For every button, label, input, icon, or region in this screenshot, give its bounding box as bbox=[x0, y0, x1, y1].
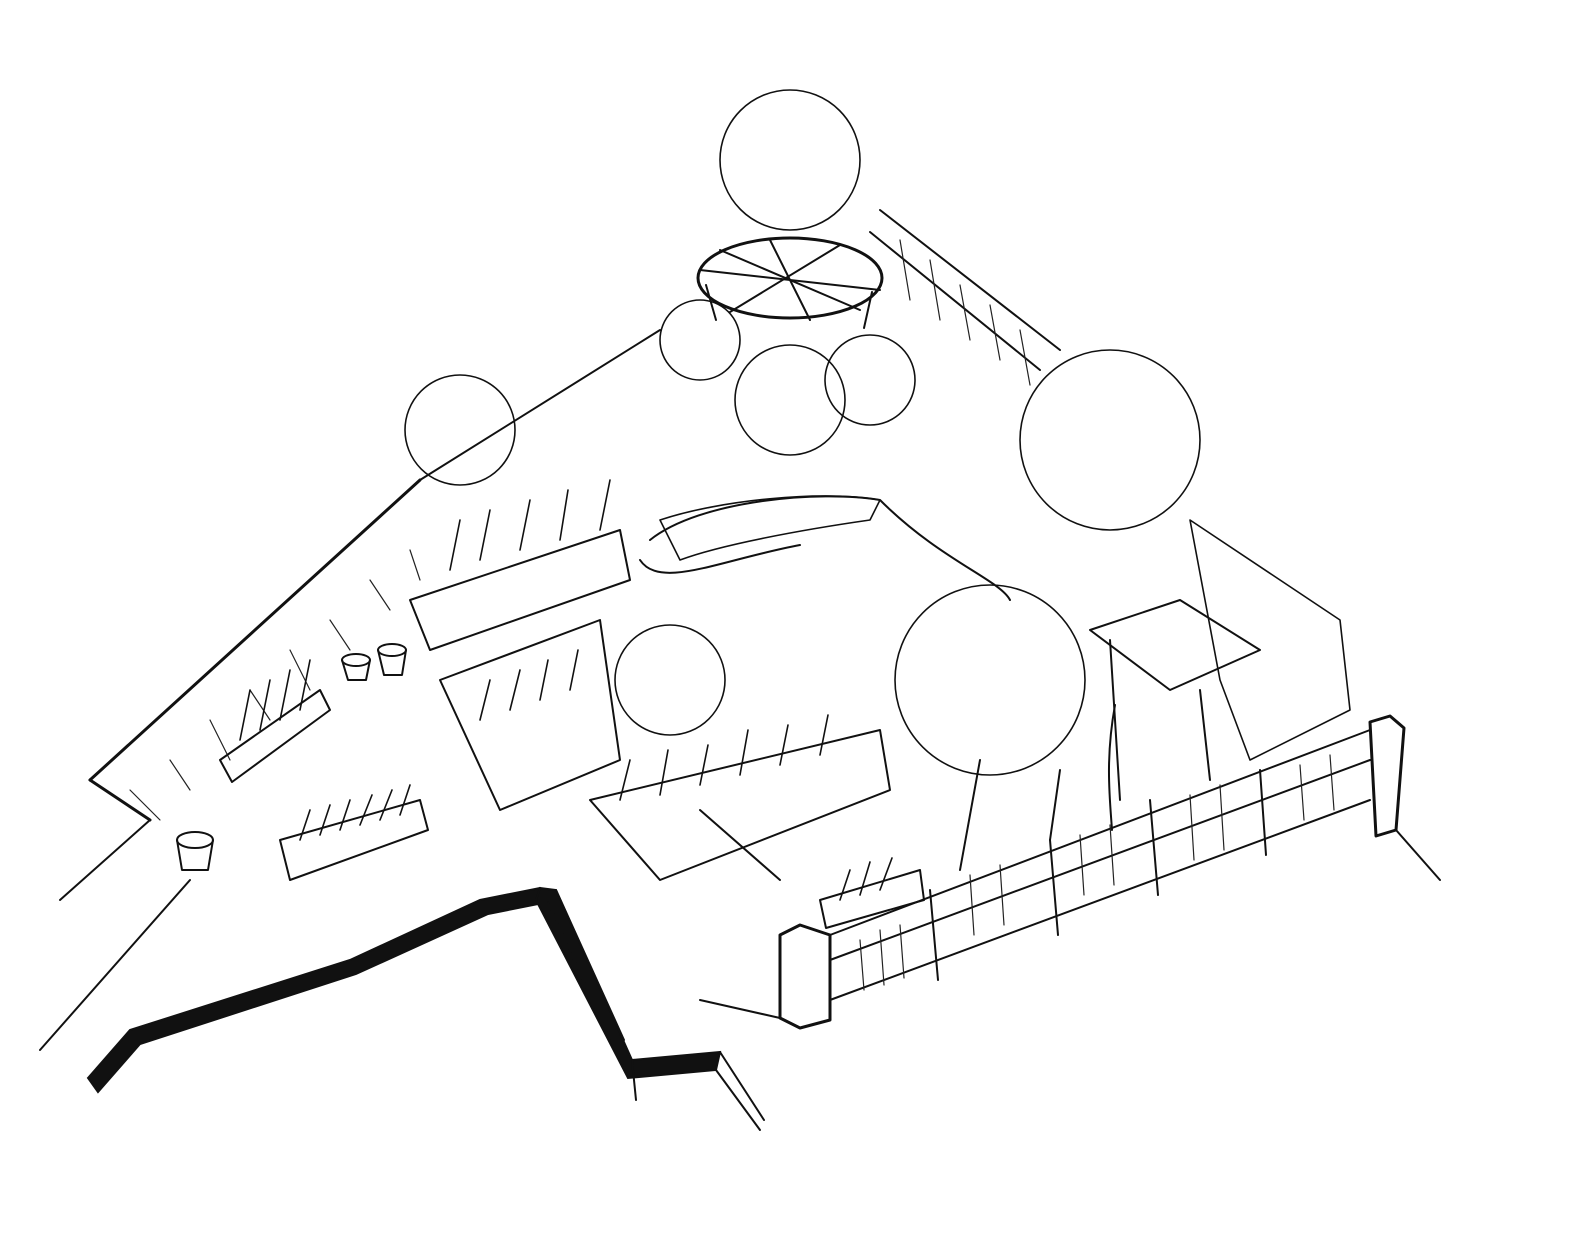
planting bbox=[239, 479, 893, 901]
trees bbox=[404, 89, 1201, 871]
plant-pots bbox=[176, 643, 407, 871]
arbour bbox=[1089, 599, 1261, 801]
front-fence bbox=[699, 714, 1441, 1030]
back-fence bbox=[869, 209, 1061, 386]
house-outline bbox=[86, 886, 765, 1131]
raised-beds bbox=[219, 529, 925, 929]
hedge bbox=[659, 495, 1351, 761]
round-pergola bbox=[696, 236, 884, 329]
left-fence bbox=[39, 329, 661, 1051]
